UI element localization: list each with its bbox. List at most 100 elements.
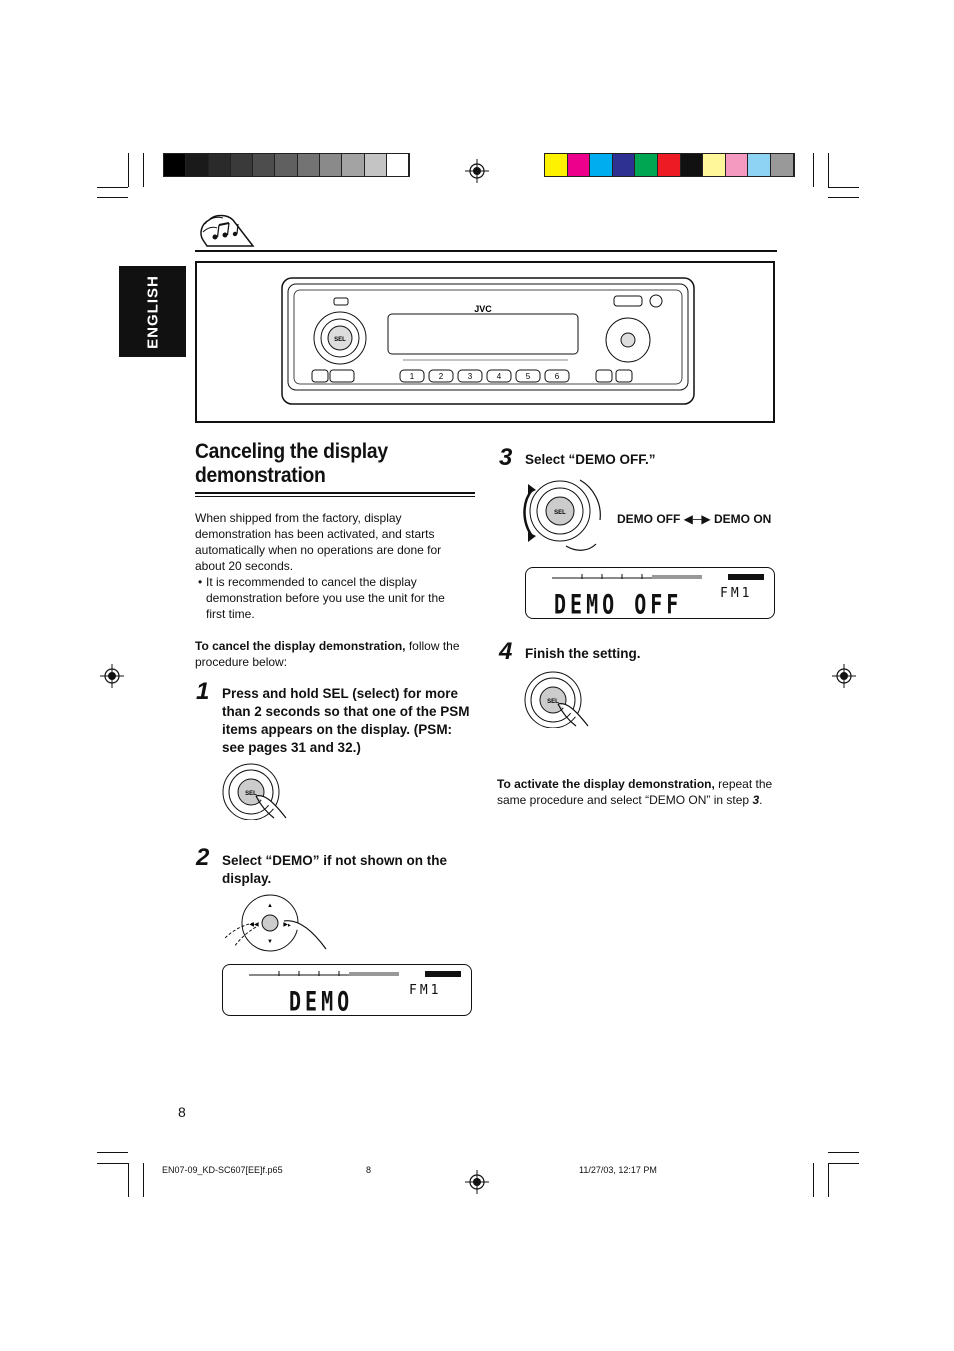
- activate-instruction: To activate the display demonstration, r…: [497, 777, 773, 807]
- crop-mark: [128, 1163, 129, 1197]
- color-swatch: [342, 154, 365, 176]
- crop-mark: [97, 187, 128, 188]
- preset-button-label: 2: [439, 372, 444, 381]
- crop-mark: [828, 153, 829, 187]
- color-swatch: [208, 154, 231, 176]
- svg-text:▼: ▼: [267, 939, 273, 945]
- color-swatch: [545, 154, 568, 176]
- crop-mark: [813, 153, 814, 187]
- brand-logo: JVC: [474, 304, 492, 314]
- cancel-instruction: To cancel the display demonstration, fol…: [195, 639, 460, 669]
- color-swatch: [703, 154, 726, 176]
- crop-mark: [813, 1163, 814, 1197]
- footer-date: 11/27/03, 12:17 PM: [579, 1165, 657, 1175]
- step-text: Press and hold SEL (select) for more tha…: [222, 686, 470, 755]
- car-stereo-illustration: SEL JVC 1 2 3 4 5 6: [281, 277, 695, 405]
- intro-bullet: • It is recommended to cancel the displa…: [198, 575, 445, 621]
- preset-button-label: 1: [410, 372, 415, 381]
- color-swatch: [770, 154, 794, 176]
- step-number: 2: [196, 844, 210, 871]
- preset-button-label: 5: [526, 372, 531, 381]
- step-number: 1: [196, 678, 210, 705]
- crop-mark: [143, 1163, 144, 1197]
- sel-knob-label: SEL: [334, 337, 346, 343]
- step-text: Select “DEMO OFF.”: [525, 452, 656, 467]
- step-number: 4: [499, 638, 513, 665]
- color-swatch: [275, 154, 298, 176]
- preset-button: [399, 369, 425, 383]
- preset-button: [515, 369, 541, 383]
- crop-mark: [97, 1152, 128, 1153]
- lcd-band-text: FM1: [409, 983, 442, 998]
- step-text: Select “DEMO” if not shown on the displa…: [222, 853, 448, 886]
- sel-label: SEL: [547, 699, 559, 705]
- crop-mark: [828, 1163, 829, 1197]
- preset-button: [457, 369, 483, 383]
- preset-button: [428, 369, 454, 383]
- language-tab: ENGLISH: [119, 266, 186, 357]
- lcd-main-text: DEMO OFF: [554, 588, 683, 621]
- svg-text:▲: ▲: [267, 903, 273, 909]
- color-swatch: [386, 154, 410, 176]
- footer-page: 8: [366, 1165, 372, 1175]
- color-swatch: [320, 154, 343, 176]
- registration-mark-icon: [832, 664, 856, 688]
- svg-text:▶▶: ▶▶: [283, 922, 293, 928]
- step-text: Finish the setting.: [525, 646, 641, 661]
- registration-mark-icon: [465, 1170, 489, 1194]
- color-swatch: [364, 154, 387, 176]
- color-swatch: [612, 154, 636, 176]
- color-swatch: [725, 154, 749, 176]
- crop-mark: [828, 187, 859, 188]
- header-rule: [195, 250, 777, 252]
- color-swatch: [748, 154, 771, 176]
- crop-mark: [143, 153, 144, 187]
- lcd-display-demo-off: DEMO OFF FM1: [525, 567, 775, 621]
- music-notes-icon: [200, 214, 255, 247]
- color-swatch: [164, 154, 187, 176]
- svg-text:◀◀: ◀◀: [249, 922, 259, 928]
- color-swatch: [635, 154, 658, 176]
- color-swatch: [230, 154, 254, 176]
- lcd-main-text: DEMO: [289, 985, 354, 1018]
- title-rule: [195, 492, 475, 494]
- color-swatch: [297, 154, 321, 176]
- intro-paragraph: When shipped from the factory, display d…: [195, 511, 442, 573]
- sel-button-press-icon: SEL: [222, 763, 287, 820]
- lcd-band-text: FM1: [720, 586, 753, 601]
- device-figure: [195, 261, 775, 423]
- registration-mark-icon: [465, 159, 489, 183]
- sel-label: SEL: [245, 791, 257, 797]
- preset-button: [486, 369, 512, 383]
- footer-filename: EN07-09_KD-SC607[EE]f.p65: [162, 1165, 283, 1175]
- page-number: 8: [178, 1104, 186, 1120]
- color-swatch: [186, 154, 209, 176]
- color-swatch: [253, 154, 276, 176]
- demo-toggle-legend: DEMO OFF ◀─▶ DEMO ON: [617, 512, 772, 526]
- preset-button: [544, 369, 570, 383]
- crop-mark: [97, 197, 128, 198]
- crop-mark: [97, 1163, 128, 1164]
- section-title: Canceling the display demonstration: [195, 440, 388, 487]
- lcd-display-demo: DEMO FM1: [222, 964, 472, 1018]
- color-swatch: [590, 154, 613, 176]
- color-swatch: [567, 154, 591, 176]
- preset-button-label: 6: [555, 372, 560, 381]
- crop-mark: [128, 153, 129, 187]
- sel-button-press-icon: SEL: [524, 671, 589, 728]
- title-rule: [195, 496, 475, 497]
- sel-label: SEL: [554, 510, 566, 516]
- crop-mark: [828, 197, 859, 198]
- double-arrow-icon: ◀─▶: [683, 512, 711, 526]
- color-swatch: [657, 154, 681, 176]
- gray-swatch-bar: [163, 153, 411, 177]
- crop-mark: [828, 1152, 859, 1153]
- preset-button-label: 3: [468, 372, 473, 381]
- crop-mark: [828, 1163, 859, 1164]
- preset-button-label: 4: [497, 372, 502, 381]
- sel-knob-rotate-icon: SEL: [523, 479, 601, 551]
- step-number: 3: [499, 444, 513, 471]
- up-down-pad-icon: ▲ ▼ ◀◀ ▶▶: [223, 894, 327, 952]
- color-swatch: [680, 154, 704, 176]
- color-swatch-bar: [544, 153, 795, 177]
